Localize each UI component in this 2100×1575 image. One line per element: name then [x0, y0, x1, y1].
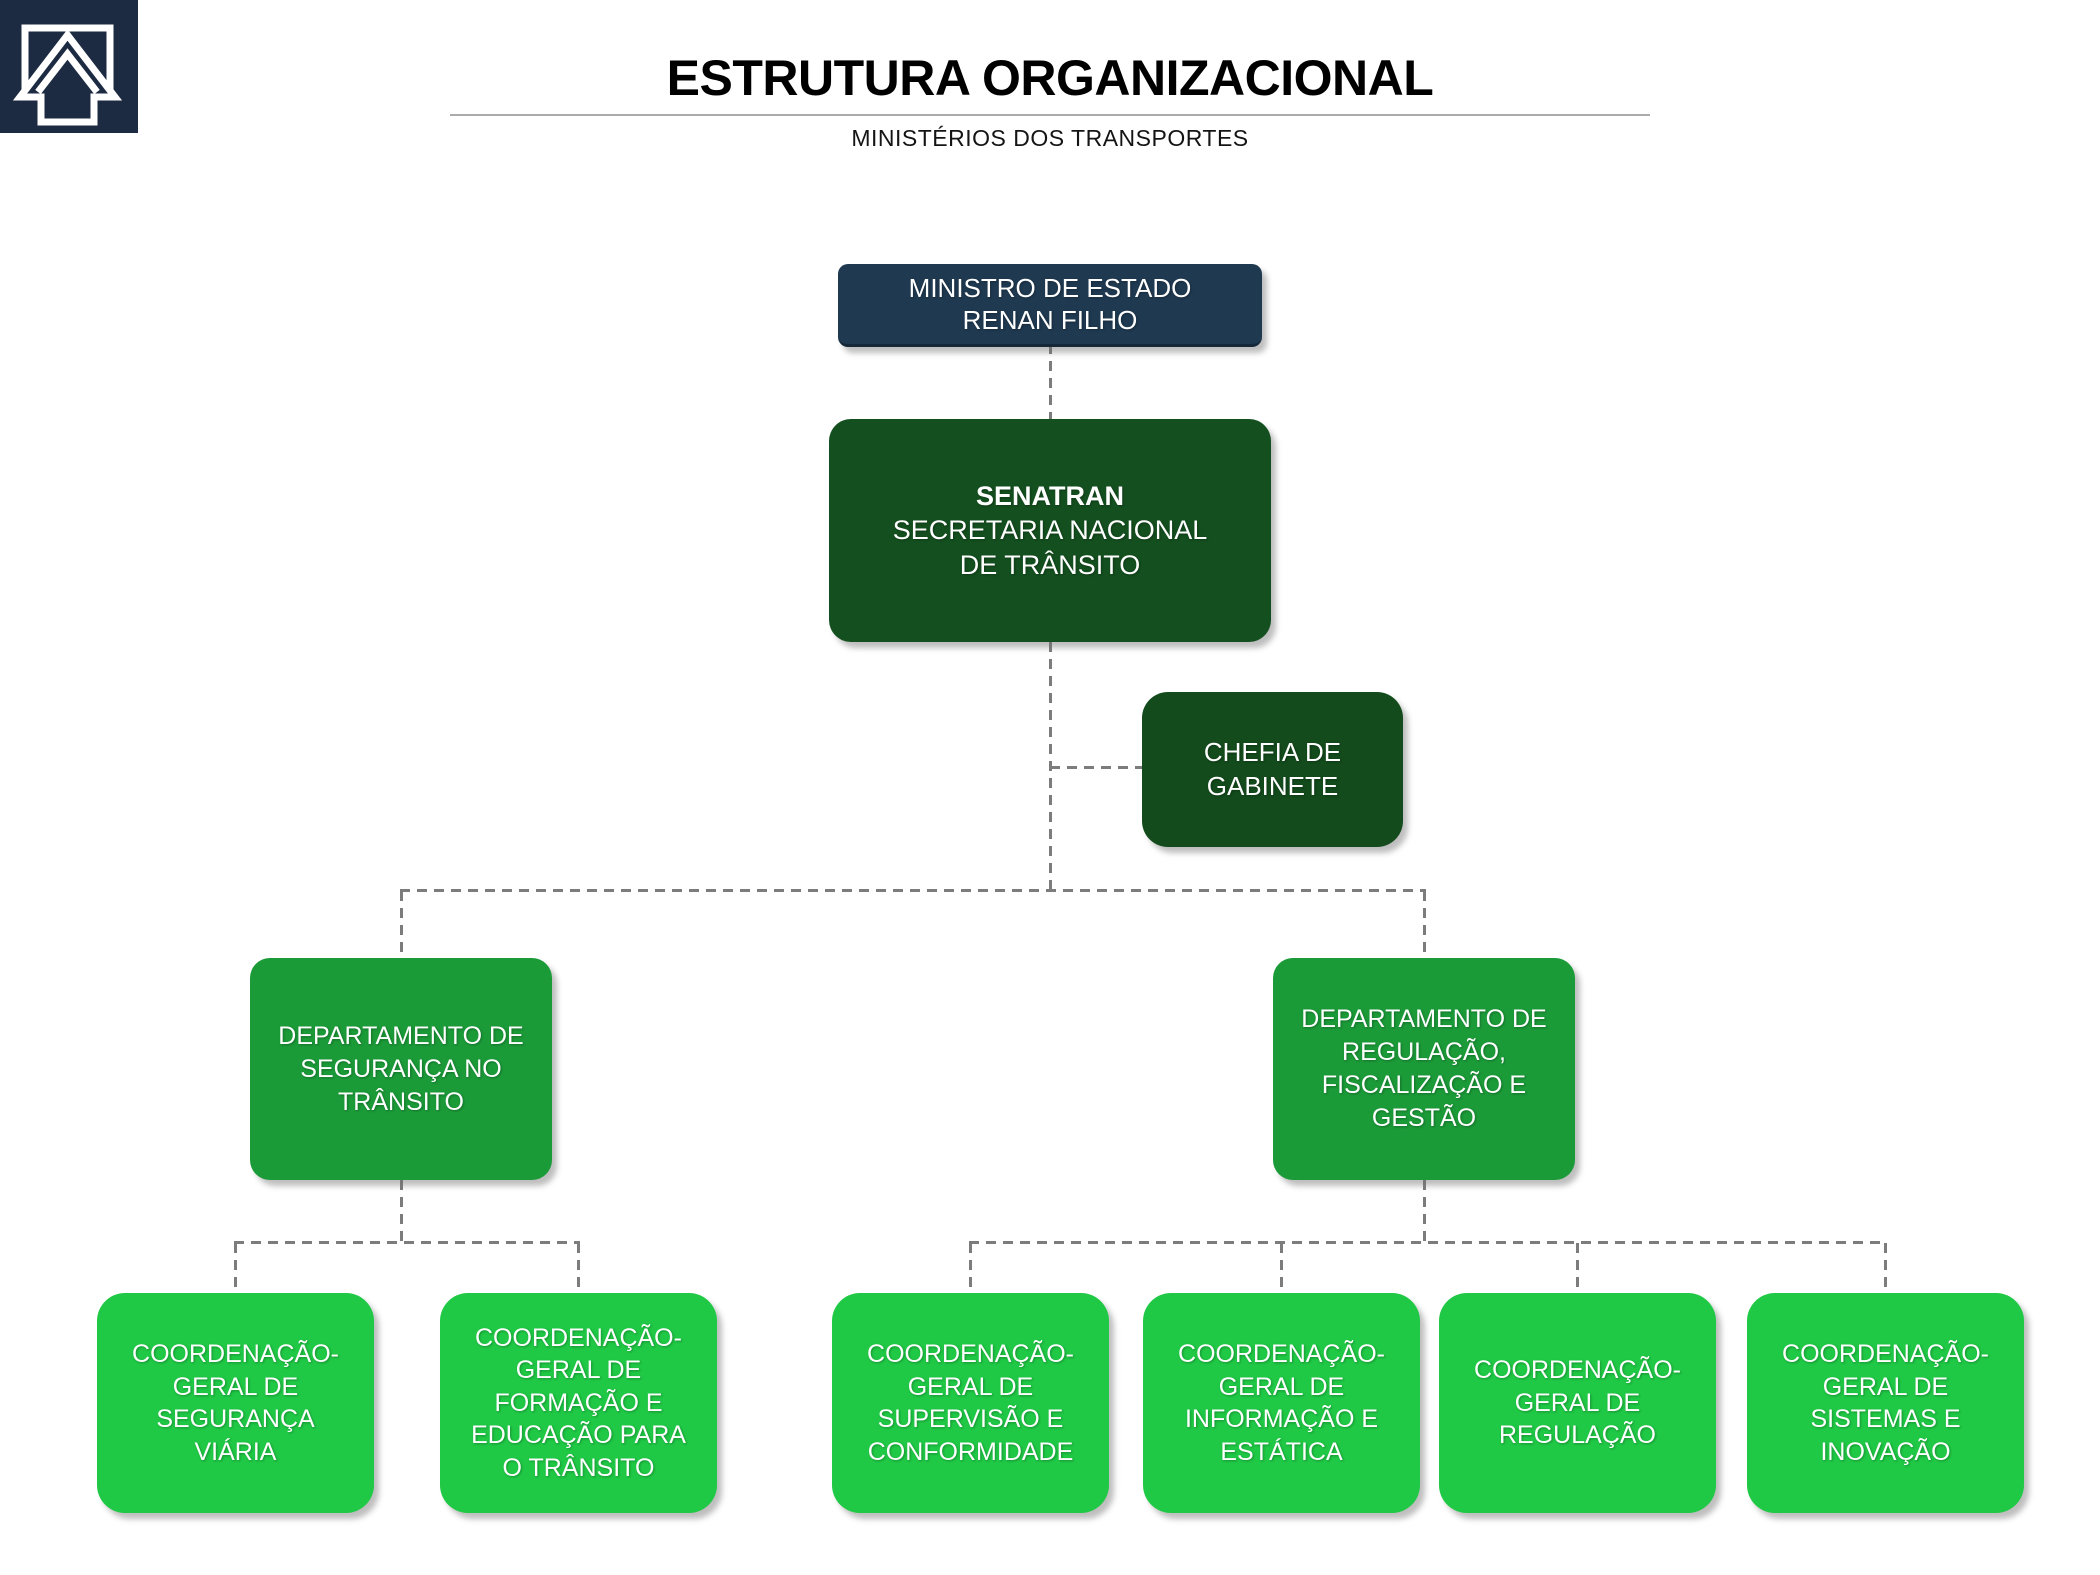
connector-dept2-children-horizontal [969, 1241, 1887, 1244]
page-title: ESTRUTURA ORGANIZACIONAL [666, 50, 1434, 106]
connector-dept2-trunk [1423, 1180, 1426, 1242]
connector-coord4-drop [1280, 1243, 1283, 1293]
connector-dept2-drop [1423, 891, 1426, 958]
connector-minister-senatran [1049, 344, 1052, 419]
connector-coord1-drop [234, 1243, 237, 1293]
connector-departments-horizontal [400, 889, 1426, 892]
connector-dept1-trunk [400, 1180, 403, 1242]
senatran-acronym: SENATRAN [975, 480, 1124, 511]
connector-coord6-drop [1884, 1243, 1887, 1293]
connector-coord3-drop [969, 1243, 972, 1293]
connector-coord5-drop [1576, 1243, 1579, 1293]
connector-coord2-drop [577, 1243, 580, 1293]
ministry-logo [0, 0, 138, 133]
connector-dept1-children-horizontal [234, 1241, 580, 1244]
title-divider [450, 113, 1650, 116]
connector-dept1-drop [400, 891, 403, 958]
page-subtitle: MINISTÉRIOS DOS TRANSPORTES [851, 124, 1249, 151]
connector-chefia-branch [1050, 766, 1142, 769]
house-arrow-up-icon [12, 24, 123, 126]
page-header: ESTRUTURA ORGANIZACIONAL MINISTÉRIOS DOS… [450, 50, 1650, 152]
